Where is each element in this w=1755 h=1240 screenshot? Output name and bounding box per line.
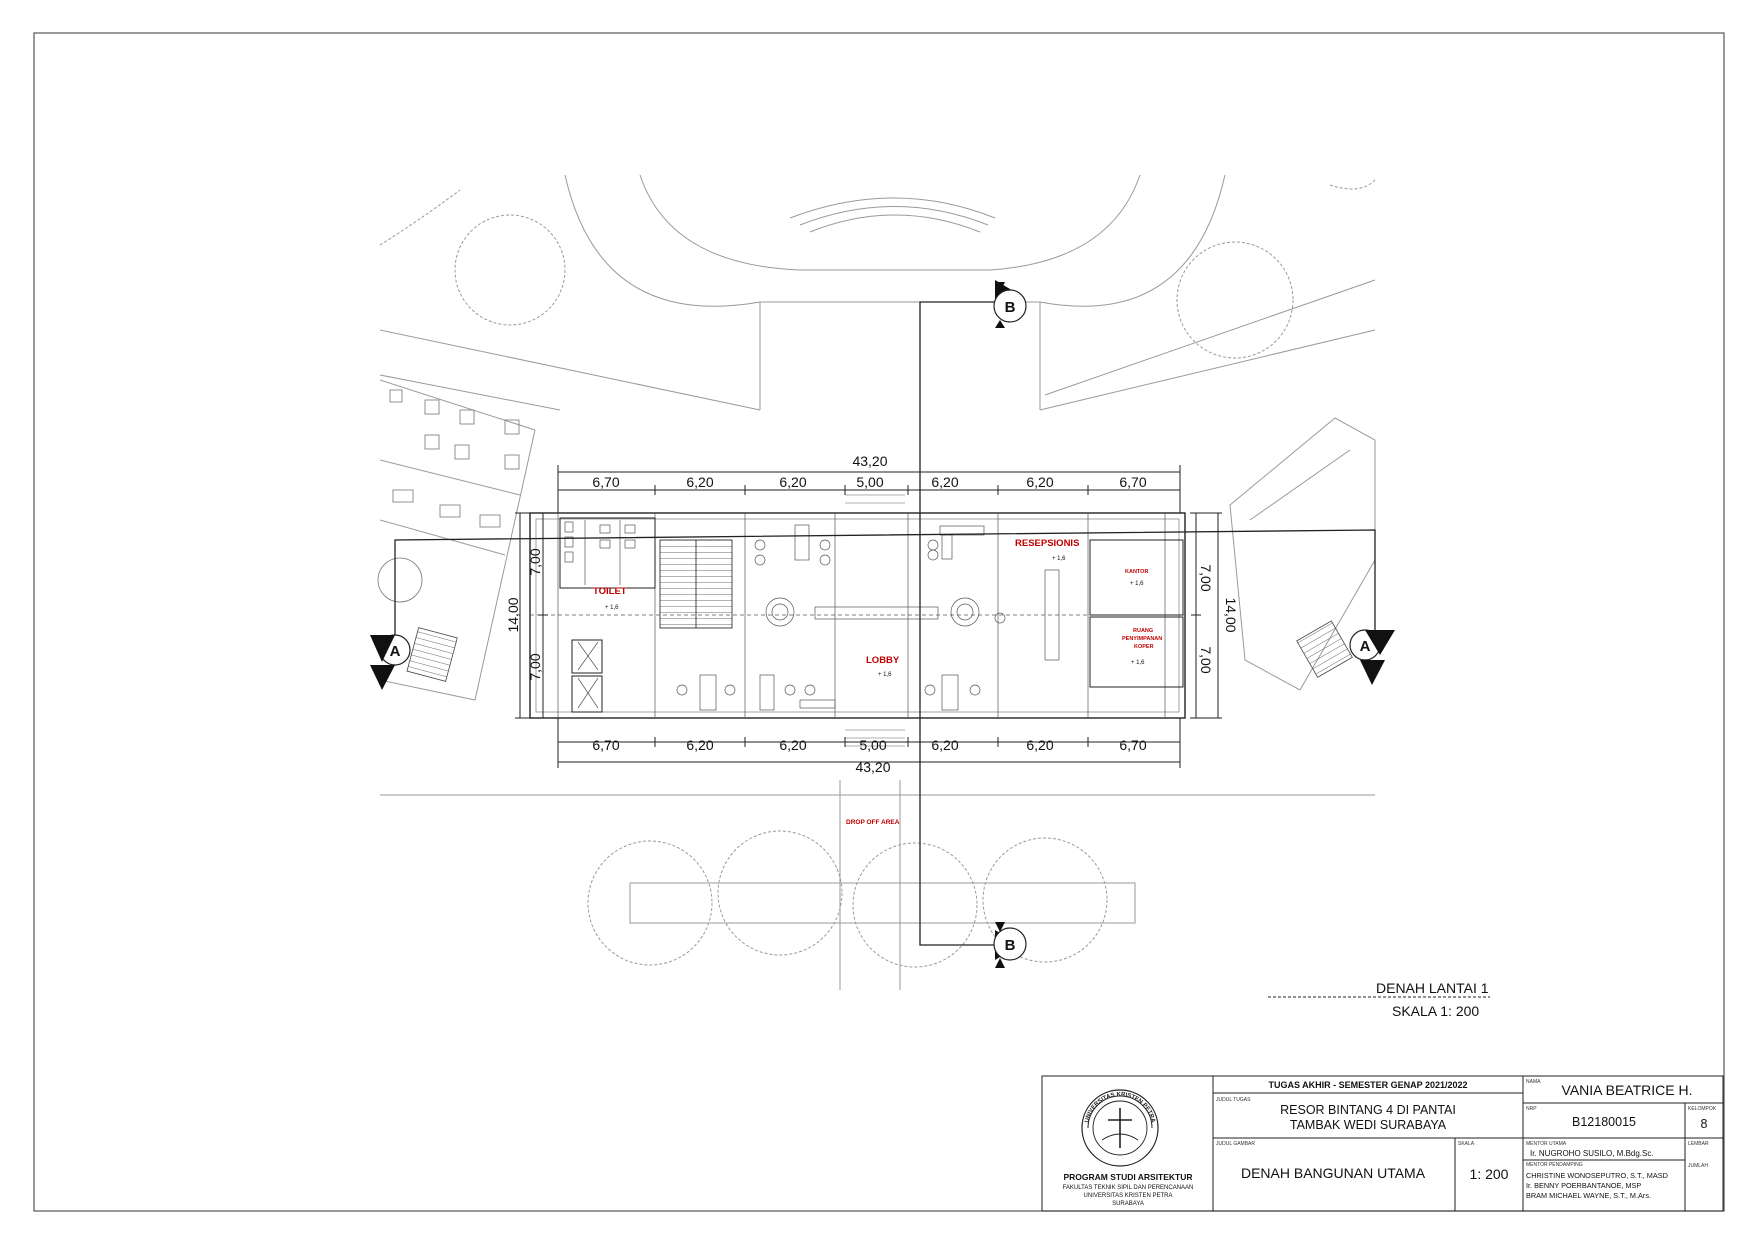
scale-value: 1: 200 <box>1470 1166 1509 1182</box>
drawing-title: DENAH LANTAI 1 <box>1376 980 1489 996</box>
nrp-label: NRP <box>1526 1106 1537 1112</box>
room-level-toilet: + 1,6 <box>605 605 619 611</box>
room-label-penyimpanan-2: PENYIMPANAN <box>1122 636 1162 642</box>
dim-top-bay: 6,20 <box>1026 474 1053 490</box>
svg-text:B: B <box>1005 937 1016 954</box>
mentor-utama: Ir. NUGROHO SUSILO, M.Bdg.Sc. <box>1530 1149 1654 1158</box>
mentor-pendamping-3: BRAM MICHAEL WAYNE, S.T., M.Ars. <box>1526 1191 1651 1200</box>
assignment-label: TUGAS AKHIR - SEMESTER GENAP 2021/2022 <box>1268 1080 1467 1090</box>
dim-bottom-bays: 6,70 6,20 6,20 5,00 6,20 6,20 6,70 <box>592 737 1146 753</box>
svg-text:B: B <box>1005 299 1016 316</box>
project-title-line2: TAMBAK WEDI SURABAYA <box>1290 1118 1447 1132</box>
lembar-label: LEMBAR <box>1688 1141 1709 1147</box>
room-level-lobby: + 1,6 <box>878 672 892 678</box>
student-name: VANIA BEATRICE H. <box>1562 1082 1693 1098</box>
dim-top-bays: 6,70 6,20 6,20 5,00 6,20 6,20 6,70 <box>592 474 1146 490</box>
dim-bottom-bay: 6,70 <box>592 737 619 753</box>
svg-text:A: A <box>390 643 401 660</box>
exterior-stair-left <box>406 627 458 682</box>
deck-furniture <box>377 389 520 603</box>
judul-tugas-label: JUDUL TUGAS <box>1216 1097 1251 1103</box>
dim-bottom-bay: 6,20 <box>931 737 958 753</box>
school-city: SURABAYA <box>1112 1201 1144 1207</box>
nrp-value: B12180015 <box>1572 1115 1636 1129</box>
sheet-border <box>33 32 1725 1212</box>
site-context <box>379 174 1376 990</box>
dim-top-bay: 6,20 <box>931 474 958 490</box>
dim-left-total: 14,00 <box>505 597 521 632</box>
dimension-lines <box>515 465 1222 768</box>
dim-bottom-bay: 5,00 <box>859 737 886 753</box>
dim-right-part: 7,00 <box>1198 646 1214 673</box>
kelompok-value: 8 <box>1701 1117 1708 1131</box>
mentor-utama-label: MENTOR UTAMA <box>1526 1141 1567 1147</box>
dim-top-bay: 6,20 <box>779 474 806 490</box>
dim-right-part: 7,00 <box>1198 564 1214 591</box>
skala-label: SKALA <box>1458 1141 1475 1147</box>
mentor-pendamping-2: Ir. BENNY POERBANTANOE, MSP <box>1526 1181 1641 1190</box>
section-mark-a-left: A <box>370 634 411 690</box>
dim-bottom-bay: 6,20 <box>1026 737 1053 753</box>
section-mark-b-bottom: B <box>993 922 1027 968</box>
dim-right-total: 14,00 <box>1223 597 1239 632</box>
school-faculty: FAKULTAS TEKNIK SIPIL DAN PERENCANAAN <box>1063 1185 1194 1191</box>
title-block <box>1041 1075 1724 1212</box>
jumlah-label: JUMLAH <box>1688 1163 1708 1169</box>
dim-top-bay: 5,00 <box>856 474 883 490</box>
room-level-kantor: + 1,6 <box>1130 581 1144 587</box>
room-label-lobby: LOBBY <box>866 655 900 666</box>
dim-overall-top: 43,20 <box>852 453 887 469</box>
drawing-scale: SKALA 1: 200 <box>1392 1003 1479 1019</box>
university-seal-logo <box>1081 1089 1159 1167</box>
mentor-pendamping-1: CHRISTINE WONOSEPUTRO, S.T., MASD <box>1526 1171 1668 1180</box>
room-label-resepsionis: RESEPSIONIS <box>1015 538 1079 549</box>
mentor-pendamping-label: MENTOR PENDAMPING <box>1526 1162 1583 1168</box>
room-label-kantor: KANTOR <box>1125 569 1148 575</box>
dim-bottom-bay: 6,20 <box>779 737 806 753</box>
svg-text:A: A <box>1360 638 1371 655</box>
room-label-penyimpanan-1: RUANG <box>1133 628 1153 634</box>
drawing-name: DENAH BANGUNAN UTAMA <box>1241 1165 1426 1181</box>
project-title-line1: RESOR BINTANG 4 DI PANTAI <box>1280 1103 1456 1117</box>
room-label-toilet: TOILET <box>593 586 627 597</box>
dim-left-part: 7,00 <box>527 548 543 575</box>
room-label-drop-off: DROP OFF AREA <box>846 819 900 826</box>
dim-top-bay: 6,70 <box>1119 474 1146 490</box>
school-university: UNIVERSITAS KRISTEN PETRA <box>1084 1193 1173 1199</box>
room-level-resepsionis: + 1,6 <box>1052 556 1066 562</box>
school-name: PROGRAM STUDI ARSITEKTUR <box>1063 1172 1192 1182</box>
dim-top-bay: 6,20 <box>686 474 713 490</box>
dim-bottom-bay: 6,20 <box>686 737 713 753</box>
room-level-penyimpanan: + 1,6 <box>1131 660 1145 666</box>
trees <box>379 179 1376 968</box>
building-outline <box>529 512 1186 719</box>
building-plan <box>529 494 1186 747</box>
dim-overall-bottom: 43,20 <box>855 759 890 775</box>
exterior-stair-right <box>1296 620 1353 678</box>
nama-label: NAMA <box>1526 1079 1541 1085</box>
kelompok-label: KELOMPOK <box>1688 1106 1717 1112</box>
dim-bottom-bay: 6,70 <box>1119 737 1146 753</box>
section-lines <box>394 301 1376 946</box>
judul-gambar-label: JUDUL GAMBAR <box>1216 1141 1255 1147</box>
room-label-penyimpanan-3: KOPER <box>1134 644 1154 650</box>
dim-top-bay: 6,70 <box>592 474 619 490</box>
dim-left-part: 7,00 <box>527 653 543 680</box>
section-mark-a-right: A <box>1349 629 1395 685</box>
section-mark-b-top: B <box>993 280 1027 328</box>
